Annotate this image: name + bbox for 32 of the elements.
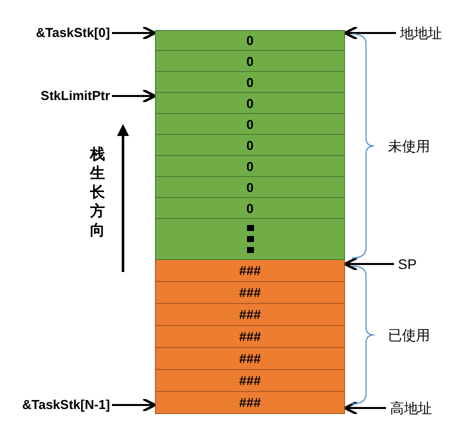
stack-cell [155, 219, 345, 260]
stack-cell: ### [155, 326, 345, 348]
stack-cell: ### [155, 370, 345, 392]
region-label: 未使用 [388, 137, 430, 155]
stack-cell: 0 [155, 93, 345, 114]
stack-cell: ### [155, 392, 345, 414]
arrow [344, 400, 386, 416]
stack-cell: ### [155, 282, 345, 304]
stack-cell: ### [155, 304, 345, 326]
arrow [112, 26, 156, 40]
pointer-label: 地地址 [400, 25, 442, 41]
stack-cell: 0 [155, 156, 345, 177]
pointer-label: &TaskStk[N-1] [22, 397, 110, 413]
stack-cell: ### [155, 260, 345, 282]
region-label: 已使用 [388, 326, 430, 344]
pointer-label: SP [398, 256, 417, 272]
stack-cell: 0 [155, 30, 345, 51]
stack-cell: 0 [155, 198, 345, 219]
stack-cell: 0 [155, 51, 345, 72]
pointer-label: &TaskStk[0] [36, 25, 110, 41]
arrow [344, 26, 396, 40]
stack-cell: 0 [155, 135, 345, 156]
direction-label: 栈生长方向 [90, 145, 106, 240]
stack-cell: 0 [155, 72, 345, 93]
arrow [112, 398, 156, 412]
pointer-label: StkLimitPtr [40, 88, 110, 104]
stack-cell: ### [155, 348, 345, 370]
stack-cell: 0 [155, 177, 345, 198]
pointer-label: 高地址 [390, 400, 432, 416]
arrow [344, 256, 394, 272]
stack-cell: 0 [155, 114, 345, 135]
arrow [112, 88, 156, 104]
